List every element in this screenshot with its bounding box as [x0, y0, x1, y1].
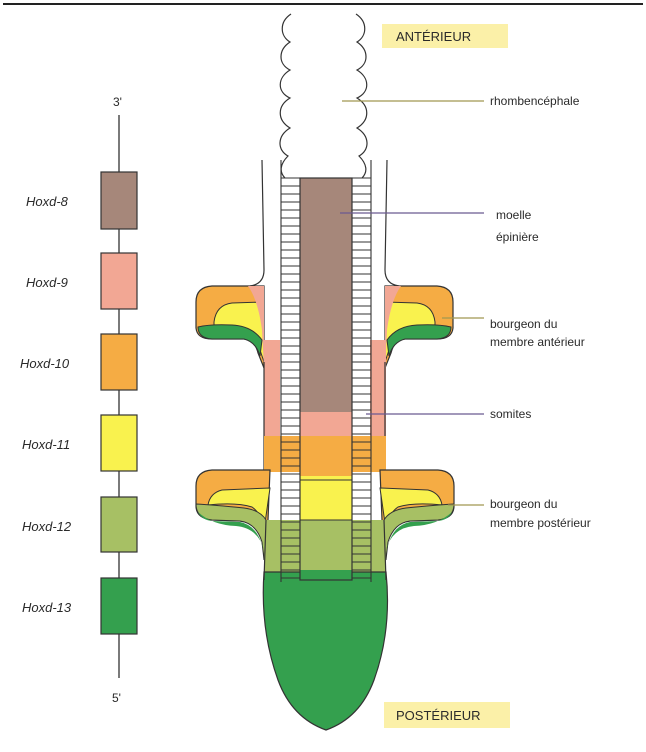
- callout-forelimb-1: bourgeon du: [490, 317, 557, 331]
- gene-label-hoxd-12: Hoxd-12: [22, 519, 72, 534]
- gene-box-hoxd-8: [101, 172, 137, 229]
- gene-box-hoxd-13: [101, 578, 137, 634]
- anterior-label: ANTÉRIEUR: [396, 29, 471, 44]
- callout-spinal-cord-1: moelle: [496, 208, 532, 222]
- gene-box-hoxd-10: [101, 334, 137, 390]
- callout-hindlimb-2: membre postérieur: [490, 516, 591, 530]
- callout-hindbrain: rhombencéphale: [490, 94, 580, 108]
- callout-forelimb-2: membre antérieur: [490, 335, 585, 349]
- callout-hindlimb-1: bourgeon du: [490, 497, 557, 511]
- gene-label-hoxd-9: Hoxd-9: [26, 275, 68, 290]
- posterior-label: POSTÉRIEUR: [396, 708, 481, 723]
- forelimb-bud-left: [196, 286, 264, 368]
- somites-right: [352, 160, 371, 582]
- body-wall-right-upper: [385, 160, 399, 286]
- gene-box-hoxd-9: [101, 253, 137, 309]
- hindlimb-bud-right: [380, 470, 454, 570]
- forelimb-bud-right: [385, 286, 453, 368]
- tail-bud: [263, 572, 387, 730]
- hox-cluster: 3' 5' Hoxd-8 Hoxd-9 Hoxd-10 Hoxd-11 Hoxd…: [20, 95, 137, 705]
- cluster-end-5prime: 5': [112, 691, 121, 705]
- gene-label-hoxd-13: Hoxd-13: [22, 600, 72, 615]
- hindlimb-bud-left: [196, 470, 270, 570]
- embryo: [196, 14, 454, 730]
- neural-tube: [300, 178, 352, 580]
- somites-left: [281, 160, 300, 582]
- body-wall-left-upper: [250, 160, 264, 286]
- cluster-end-3prime: 3': [113, 95, 122, 109]
- callout-somites: somites: [490, 407, 531, 421]
- gene-box-hoxd-11: [101, 415, 137, 471]
- gene-label-hoxd-11: Hoxd-11: [22, 437, 70, 452]
- gene-box-hoxd-12: [101, 497, 137, 552]
- gene-label-hoxd-8: Hoxd-8: [26, 194, 69, 209]
- hindbrain-outline: [280, 14, 367, 178]
- callout-spinal-cord-2: épinière: [496, 230, 539, 244]
- gene-label-hoxd-10: Hoxd-10: [20, 356, 70, 371]
